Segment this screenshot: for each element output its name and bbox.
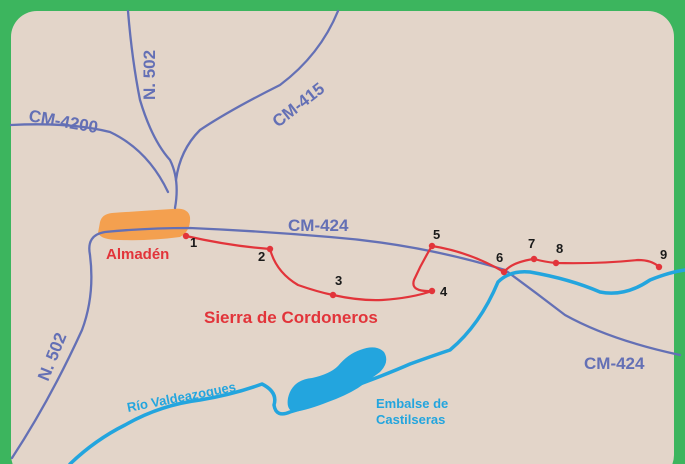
route-point-label-2: 2 xyxy=(258,249,265,264)
route-point-label-7: 7 xyxy=(528,236,535,251)
route-point-label-9: 9 xyxy=(660,247,667,262)
route-point-label-1: 1 xyxy=(190,235,197,250)
sierra-label: Sierra de Cordoneros xyxy=(204,308,378,327)
route-point-marker xyxy=(552,259,560,267)
road-cm424 xyxy=(10,226,682,460)
route-point-label-5: 5 xyxy=(433,227,440,242)
route-point-label-8: 8 xyxy=(556,241,563,256)
route-point-label-3: 3 xyxy=(335,273,342,288)
road-label-cm424-west: CM-424 xyxy=(288,216,349,235)
road-label-cm424-east: CM-424 xyxy=(584,354,645,373)
road-cm415 xyxy=(174,9,340,182)
route-point-label-4: 4 xyxy=(440,284,448,299)
route-point-marker xyxy=(655,263,663,271)
route-point-marker xyxy=(266,245,274,253)
route-point-marker xyxy=(428,242,436,250)
river-valdeazogues xyxy=(68,268,685,464)
route-point-marker xyxy=(500,268,508,276)
route-point-label-6: 6 xyxy=(496,250,503,265)
reservoir-castilseras xyxy=(287,347,387,412)
reservoir-label-line1: Embalse de xyxy=(376,396,448,411)
route-point-marker xyxy=(428,287,436,295)
town-area xyxy=(98,208,191,241)
road-cm4200 xyxy=(9,123,170,194)
road-label-n502-north: N. 502 xyxy=(140,50,159,100)
reservoir-label-line2: Castilseras xyxy=(376,412,445,427)
route-point-marker xyxy=(329,291,337,299)
route-point-marker xyxy=(182,232,190,240)
route-point-marker xyxy=(530,255,538,263)
town-label-almaden: Almadén xyxy=(106,246,169,263)
